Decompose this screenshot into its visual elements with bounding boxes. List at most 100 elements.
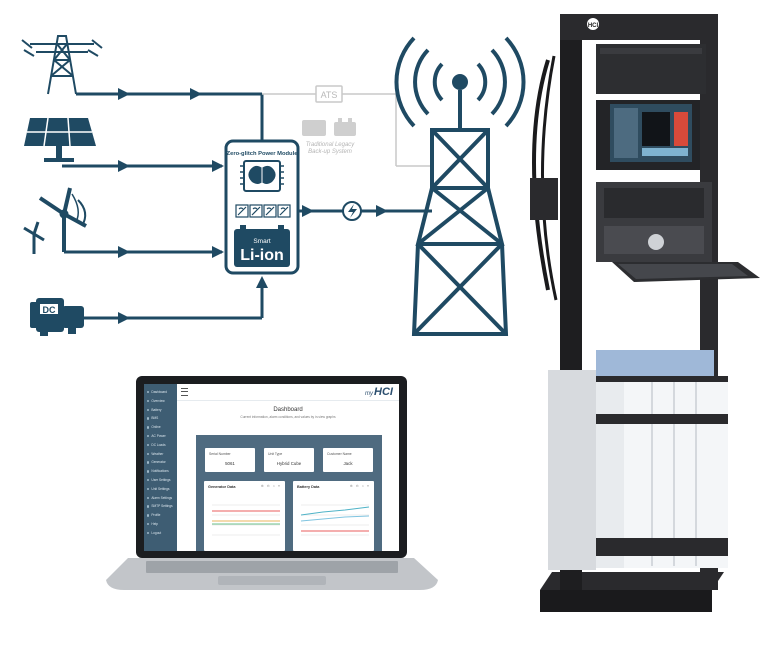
sidebar-item-icon bbox=[147, 426, 150, 429]
chart-title: Generator Data bbox=[208, 485, 236, 489]
app-logo-brand: HCI bbox=[374, 386, 393, 398]
legacy-label-line2: Back-up System bbox=[308, 149, 352, 155]
generator-dc-label: DC bbox=[43, 305, 56, 315]
sidebar-item-icon bbox=[147, 408, 150, 411]
output-line bbox=[298, 201, 432, 221]
battery-icon bbox=[234, 225, 290, 267]
solar-panel-icon bbox=[24, 117, 96, 162]
sidebar-item[interactable]: AC Power bbox=[147, 434, 166, 438]
sidebar-item-label: SMTP Settings bbox=[151, 504, 173, 509]
sidebar-item[interactable]: Weather bbox=[147, 452, 163, 456]
app-logo: myHCI bbox=[365, 386, 393, 398]
sidebar-item[interactable]: DC Loads bbox=[147, 443, 166, 447]
legacy-label-line1: Traditional Legacy bbox=[306, 142, 356, 148]
ats-label: ATS bbox=[321, 90, 338, 100]
sidebar-item-icon bbox=[147, 522, 150, 526]
battery-big-label: Li-ion bbox=[240, 247, 284, 264]
generator-icon: DC bbox=[30, 298, 84, 336]
sidebar-item[interactable]: Dashboard bbox=[147, 390, 167, 394]
card-label: Unit Type bbox=[268, 452, 283, 456]
sidebar-item-icon bbox=[147, 505, 150, 508]
sidebar-item-label: Online bbox=[151, 425, 161, 430]
sidebar-item-label: Weather bbox=[151, 451, 164, 456]
sidebar-item-icon bbox=[147, 390, 150, 394]
sidebar-item-label: Dashboard bbox=[151, 390, 167, 394]
sidebar-item-icon bbox=[147, 478, 150, 482]
sidebar-item-label: AC Power bbox=[151, 434, 166, 438]
wind-turbine-icon bbox=[23, 187, 87, 254]
card-value: 5061 bbox=[225, 461, 235, 466]
inverter-icons bbox=[235, 204, 291, 218]
sidebar-item-icon bbox=[147, 470, 150, 473]
page-title: Dashboard bbox=[273, 407, 303, 413]
sidebar-item-label: Profile bbox=[151, 513, 161, 518]
sidebar-item-icon bbox=[147, 461, 150, 464]
sidebar-item-icon bbox=[147, 399, 150, 403]
card-value: Hybrid Cube bbox=[276, 461, 302, 466]
sidebar-item[interactable]: Notifications bbox=[147, 469, 169, 473]
chart-title: Battery Data bbox=[297, 485, 320, 489]
sidebar-item-label: Alarm Settings bbox=[151, 495, 173, 500]
sidebar-item-icon bbox=[147, 514, 150, 517]
sidebar-item[interactable]: Logout bbox=[147, 531, 161, 535]
cell-tower-icon bbox=[394, 36, 526, 336]
unit-type-card: Unit Type Hybrid Cube bbox=[264, 448, 314, 472]
sidebar-item[interactable]: Unit Settings bbox=[147, 487, 169, 491]
chart-controls[interactable]: ⊕ ⊖ ⌂ ≡ bbox=[260, 484, 281, 488]
sidebar-item-icon bbox=[147, 443, 150, 447]
sidebar-item-label: Logout bbox=[151, 530, 162, 535]
serial-number-card: Serial Number 5061 bbox=[205, 448, 255, 472]
sidebar-item-icon bbox=[147, 496, 150, 499]
sidebar-item[interactable]: User Settings bbox=[147, 478, 171, 482]
sidebar-item[interactable]: Generator bbox=[147, 460, 166, 464]
sidebar-item[interactable]: Profile bbox=[147, 513, 160, 517]
card-value: Jack bbox=[343, 461, 353, 466]
generator-chart: Generator Data ⊕ ⊖ ⌂ ≡ bbox=[204, 481, 285, 551]
sidebar-item-label: Help bbox=[151, 522, 158, 526]
battery-small-label: Smart bbox=[253, 238, 271, 245]
sidebar-item-label: Battery bbox=[151, 407, 162, 412]
legacy-backup-icon bbox=[302, 118, 356, 136]
dashboard-panel: Serial Number 5061 Unit Type Hybrid Cube… bbox=[196, 435, 382, 551]
app-logo-prefix: my bbox=[365, 391, 374, 397]
sidebar-item[interactable]: Overview bbox=[147, 399, 165, 403]
page-subtitle: Current information, alarm conditions, a… bbox=[240, 415, 336, 419]
sidebar-item-label: BMS bbox=[151, 416, 159, 421]
brain-chip-icon bbox=[240, 160, 284, 192]
sidebar-item[interactable]: SMTP Settings bbox=[147, 504, 173, 508]
battery-chart-lines bbox=[300, 504, 370, 536]
card-label: Customer Name bbox=[327, 452, 352, 456]
battery-chart: Battery Data ⊕ ⊖ ⌂ ≡ bbox=[293, 481, 374, 551]
transmission-tower-icon bbox=[21, 35, 103, 95]
sidebar-item[interactable]: Online bbox=[147, 425, 161, 429]
generator-chart-lines bbox=[212, 504, 280, 536]
sidebar-item[interactable]: Help bbox=[147, 522, 158, 526]
equipment-rack: HCI bbox=[530, 14, 760, 612]
sidebar-item-icon bbox=[147, 452, 150, 455]
sidebar-item-label: Notifications bbox=[151, 469, 169, 474]
sidebar-item-icon bbox=[147, 434, 150, 438]
sidebar-item-label: User Settings bbox=[151, 478, 171, 482]
rack-brand-badge: HCI bbox=[588, 23, 599, 29]
power-module: Zero-glitch Power Module Smart Li-ion bbox=[224, 139, 300, 275]
legacy-path bbox=[262, 85, 432, 167]
sidebar-item[interactable]: Alarm Settings bbox=[147, 496, 172, 500]
sidebar-item-label: DC Loads bbox=[151, 442, 166, 447]
sidebar-item-icon bbox=[147, 487, 150, 491]
menu-icon[interactable] bbox=[181, 388, 188, 396]
customer-name-card: Customer Name Jack bbox=[323, 448, 373, 472]
sidebar-item-label: Overview bbox=[151, 398, 165, 403]
card-label: Serial Number bbox=[209, 452, 231, 456]
sidebar-item[interactable]: BMS bbox=[147, 416, 158, 420]
chart-controls[interactable]: ⊕ ⊖ ⌂ ≡ bbox=[349, 484, 370, 488]
sidebar-item[interactable]: Battery bbox=[147, 408, 162, 412]
app-topbar: myHCI bbox=[177, 384, 399, 401]
sidebar-item-label: Generator bbox=[151, 460, 166, 465]
sidebar-item-icon bbox=[147, 417, 150, 420]
sidebar-item-icon bbox=[147, 531, 150, 535]
power-module-title: Zero-glitch Power Module bbox=[227, 151, 299, 157]
source-lines bbox=[62, 92, 264, 320]
sidebar-item-label: Unit Settings bbox=[151, 486, 170, 491]
